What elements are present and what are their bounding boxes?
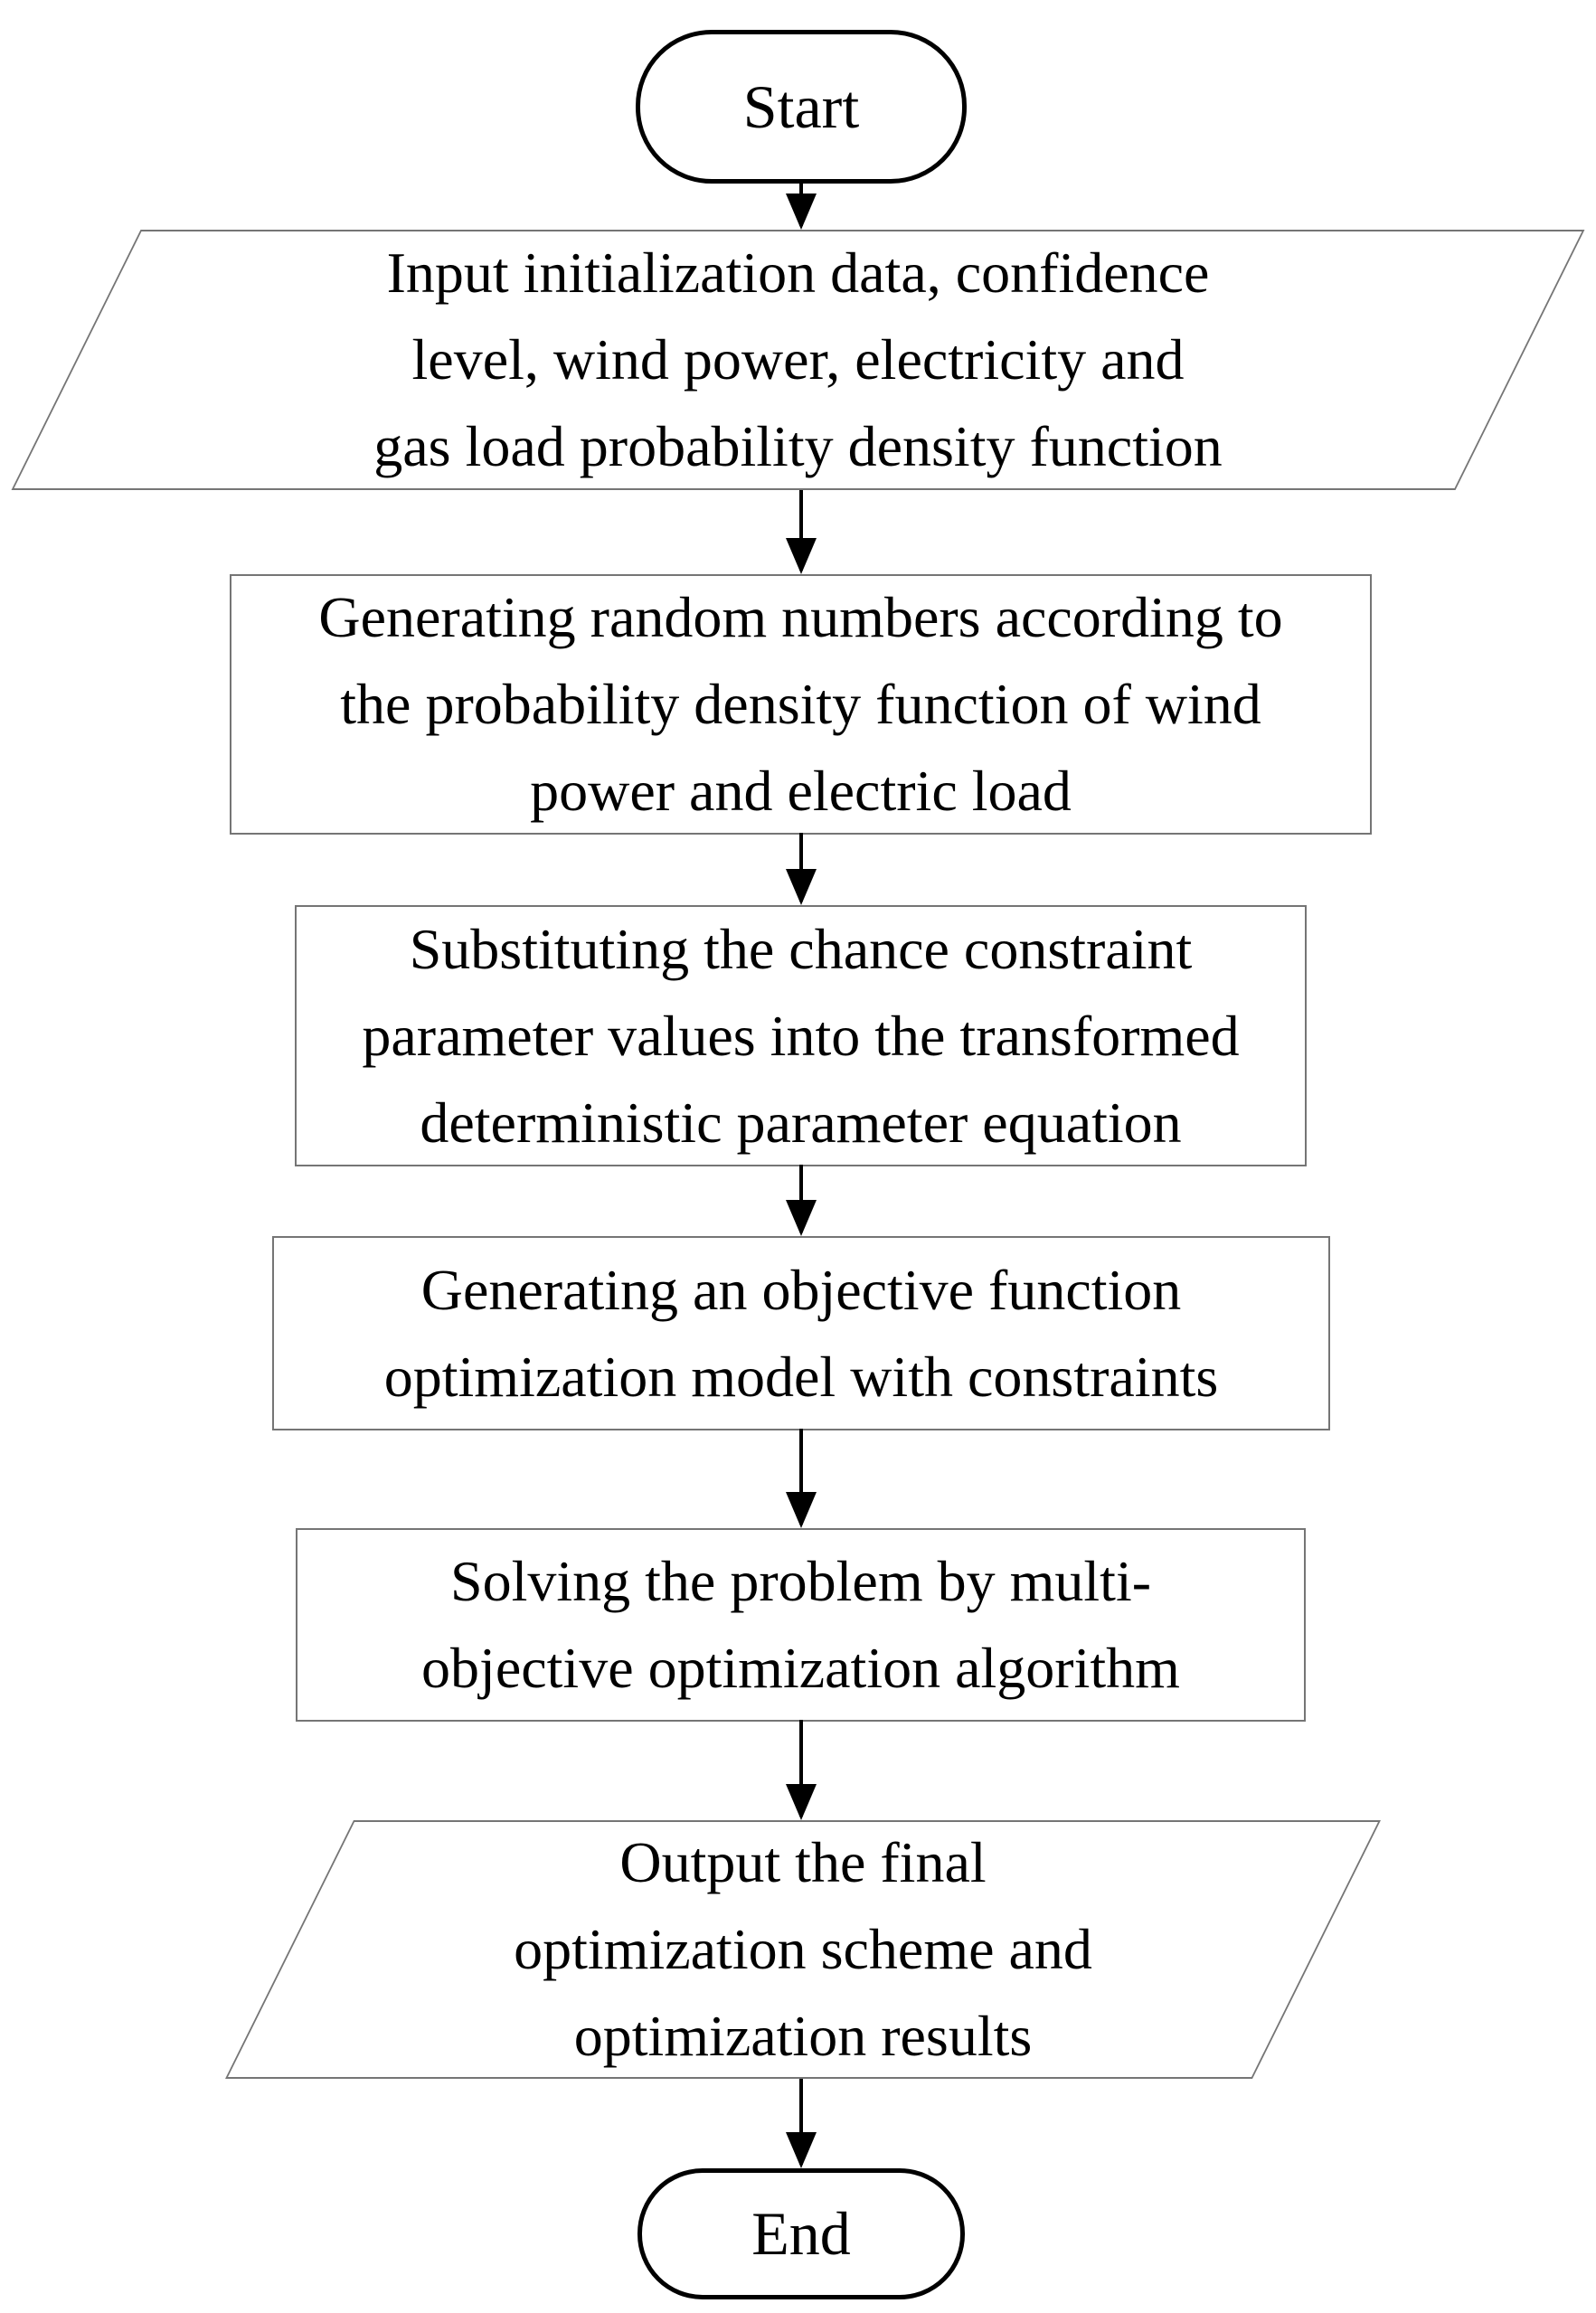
- flow-arrow-input-to-random: [784, 488, 818, 574]
- arrow-head-icon: [786, 1492, 817, 1528]
- start-node-label: Start: [742, 71, 860, 141]
- generate-random-numbers-label: Generating random numbers according to t…: [318, 585, 1283, 823]
- flow-arrow-random-to-substitute: [784, 833, 818, 905]
- arrow-shaft: [799, 1165, 803, 1232]
- arrow-shaft: [799, 1429, 803, 1525]
- output-node: Output the final optimization scheme and…: [225, 1820, 1381, 2079]
- flow-arrow-output-to-end: [784, 2077, 818, 2168]
- arrow-shaft: [799, 1720, 803, 1817]
- flow-arrow-model-to-solve: [784, 1429, 818, 1528]
- substitute-parameters-label: Substituting the chance constraint param…: [362, 916, 1240, 1155]
- arrow-shaft: [799, 488, 803, 571]
- substitute-parameters-node: Substituting the chance constraint param…: [295, 905, 1307, 1166]
- input-node-label: Input initialization data, confidence le…: [373, 241, 1223, 478]
- end-node: End: [637, 2168, 965, 2299]
- solve-problem-label: Solving the problem by multi- objective …: [421, 1549, 1180, 1700]
- flow-arrow-start-to-input: [784, 182, 818, 230]
- arrow-head-icon: [786, 1784, 817, 1820]
- arrow-shaft: [799, 2077, 803, 2165]
- solve-problem-node: Solving the problem by multi- objective …: [296, 1528, 1306, 1722]
- end-node-label: End: [751, 2199, 851, 2268]
- arrow-head-icon: [786, 869, 817, 905]
- generate-random-numbers-node: Generating random numbers according to t…: [230, 574, 1372, 835]
- arrow-head-icon: [786, 1200, 817, 1236]
- arrow-shaft: [799, 833, 803, 902]
- arrow-head-icon: [786, 194, 817, 230]
- start-node: Start: [636, 30, 967, 184]
- flow-arrow-solve-to-output: [784, 1720, 818, 1820]
- flow-arrow-substitute-to-model: [784, 1165, 818, 1236]
- input-node: Input initialization data, confidence le…: [11, 230, 1585, 490]
- arrow-head-icon: [786, 2132, 817, 2168]
- objective-model-node: Generating an objective function optimiz…: [272, 1236, 1330, 1430]
- objective-model-label: Generating an objective function optimiz…: [383, 1257, 1219, 1409]
- output-node-label: Output the final optimization scheme and…: [514, 1830, 1092, 2068]
- arrow-head-icon: [786, 538, 817, 574]
